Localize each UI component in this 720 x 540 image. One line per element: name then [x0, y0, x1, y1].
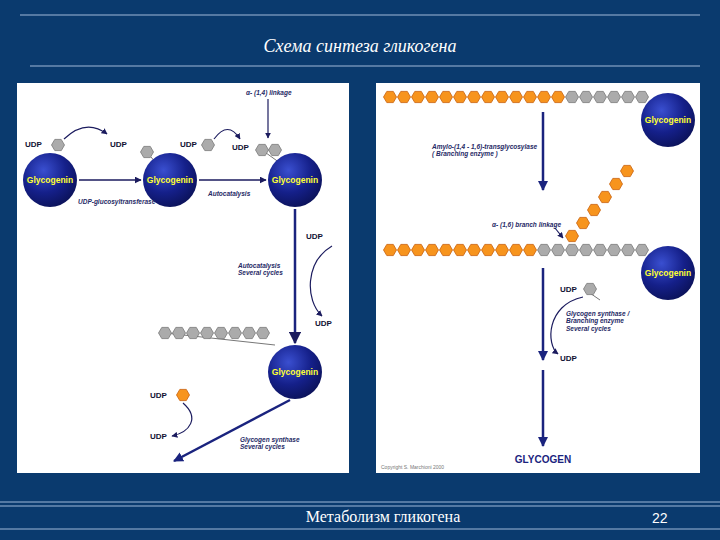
node-text: Glycogenin [272, 175, 318, 185]
molecule-label: UDP [150, 432, 167, 441]
reaction-arrows [64, 99, 583, 436]
enzyme-label: UDP-glucosyltransferase [78, 198, 155, 205]
page-number: 22 [652, 510, 668, 526]
product-label: GLYCOGEN [515, 454, 571, 466]
molecule-label: UDP [110, 140, 127, 149]
glycogenin-circle: Glycogenin [268, 153, 322, 207]
node-text: Glycogenin [27, 175, 73, 185]
enzyme-label: Glycogen synthase / Branching enzyme Sev… [566, 310, 642, 332]
bond-label: α- (1,4) linkage [246, 89, 292, 96]
process-arrows [174, 112, 543, 461]
slide-title: Схема синтеза гликогена [263, 36, 456, 57]
molecule-label: UDP [560, 285, 577, 294]
molecule-label: UDP [150, 391, 167, 400]
footer-text: Метаболизм гликогена [306, 508, 460, 526]
node-text: Glycogenin [147, 175, 193, 185]
glycogenin-circle: Glycogenin [268, 345, 322, 399]
enzyme-label: Glycogen synthase Several cycles [240, 436, 306, 451]
node-text: Glycogenin [645, 115, 691, 125]
molecule-label: UDP [25, 140, 42, 149]
molecule-label: UDP [315, 319, 332, 328]
node-text: Glycogenin [645, 268, 691, 278]
reaction-arrow [79, 179, 141, 180]
glycogenin-circle: Glycogenin [641, 246, 695, 300]
glycogenin-circle: Glycogenin [23, 153, 77, 207]
bond-label: α- (1,6) branch linkage [492, 221, 561, 228]
molecule-label: UDP [560, 354, 577, 363]
glucose-hexagons [52, 91, 649, 400]
glycogenin-circle: Glycogenin [641, 93, 695, 147]
node-text: Glycogenin [272, 367, 318, 377]
reaction-arrow [294, 209, 297, 343]
copyright-note: Copyright S. Marchioni 2000 [381, 465, 444, 471]
enzyme-label: Autocatalysis Several cycles [238, 262, 292, 277]
enzyme-label: Amylo-(1,4 - 1,6)-transglycosylase ( Bra… [432, 143, 540, 158]
molecule-label: UDP [232, 143, 249, 152]
molecule-label: UDP [306, 232, 323, 241]
enzyme-label: Autocatalysis [208, 190, 250, 197]
molecule-label: UDP [180, 140, 197, 149]
reaction-arrow [199, 179, 266, 180]
